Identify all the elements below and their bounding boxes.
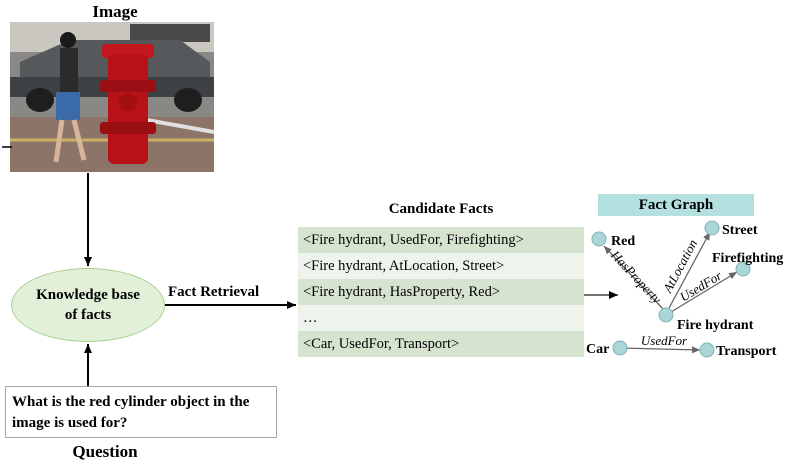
node-label-fire-hydrant: Fire hydrant (677, 318, 754, 333)
edge-has-property (603, 245, 665, 311)
edge-used-for-2 (619, 346, 701, 354)
fact-row: <Fire hydrant, AtLocation, Street> (298, 253, 584, 279)
node-label-firefighting: Firefighting (712, 251, 783, 266)
node-label-street: Street (722, 223, 758, 238)
node-transport (699, 342, 715, 358)
candidate-facts-title: Candidate Facts (388, 201, 494, 217)
fact-row: <Car, UsedFor, Transport> (298, 331, 584, 357)
fact-retrieval-label: Fact Retrieval (168, 284, 260, 300)
candidate-facts-list: <Fire hydrant, UsedFor, Firefighting> <F… (298, 227, 584, 357)
node-car (612, 340, 628, 356)
edge-label-has-property: HasProperty (607, 247, 664, 307)
node-label-red: Red (611, 234, 635, 249)
fact-row: <Fire hydrant, UsedFor, Firefighting> (298, 227, 584, 253)
question-label: Question (72, 442, 138, 461)
node-firefighting (735, 261, 751, 277)
edge-at-location (667, 231, 711, 311)
knowledge-base-node: Knowledge base of facts (11, 268, 165, 342)
fact-row: … (298, 305, 584, 331)
fact-row: <Fire hydrant, HasProperty, Red> (298, 279, 584, 305)
question-text: What is the red cylinder object in the i… (12, 394, 250, 431)
node-label-transport: Transport (716, 344, 777, 359)
knowledge-base-label: Knowledge base of facts (36, 287, 140, 323)
node-fire-hydrant (658, 307, 674, 323)
edge-used-for-1 (670, 271, 738, 313)
node-red (591, 231, 607, 247)
edge-label-used-for-2: UsedFor (641, 333, 688, 348)
node-label-car: Car (586, 342, 609, 357)
node-street (704, 220, 720, 236)
fact-graph-title: Fact Graph (598, 194, 754, 216)
question-box: What is the red cylinder object in the i… (5, 386, 277, 438)
street-photo (10, 22, 214, 172)
image-title: Image (92, 2, 138, 21)
